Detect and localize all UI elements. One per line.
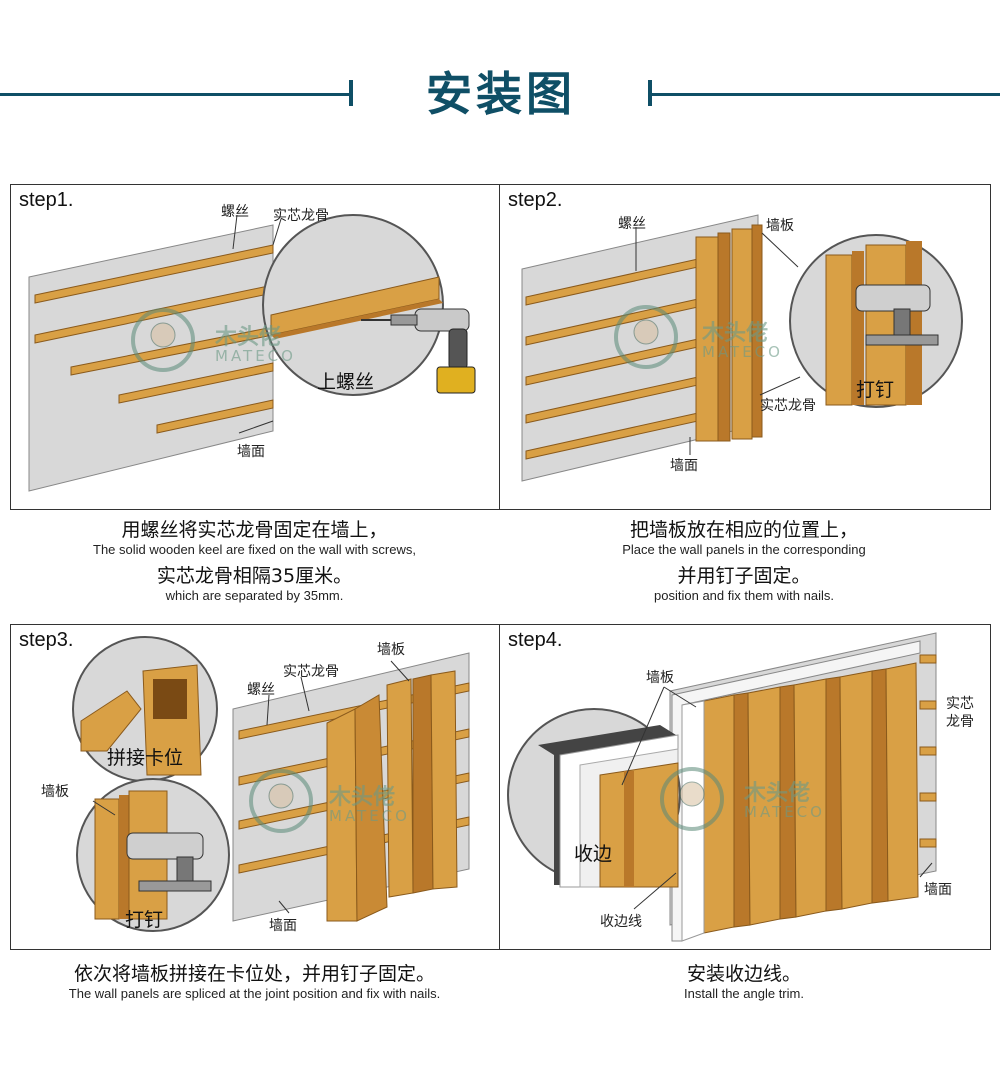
step2-caption: 把墙板放在相应的位置上， Place the wall panels in th… (499, 518, 989, 604)
step1-caption-en2: which are separated by 35mm. (165, 588, 344, 603)
step1-screw-up-label: 上螺丝 (317, 371, 375, 393)
step2-screw-label: 螺丝 (618, 216, 646, 232)
step3-label: step3. (19, 629, 74, 651)
step1-keel-label: 实芯龙骨 (273, 208, 329, 224)
watermark-brand: MATECO (702, 343, 783, 361)
step2-illustration (521, 214, 963, 482)
step1-screw-label: 螺丝 (221, 204, 249, 220)
step3-keel-label: 实芯龙骨 (283, 664, 339, 680)
step3-caption: 依次将墙板拼接在卡位处，并用钉子固定。 The wall panels are … (10, 962, 499, 1002)
page-title: 安装图 (426, 67, 576, 121)
step1-caption: 用螺丝将实芯龙骨固定在墙上， The solid wooden keel are… (10, 518, 499, 604)
nailer-icon (855, 284, 939, 346)
step3-joint-label: 拼接卡位 (107, 747, 184, 769)
step3-nail-label: 打钉 (125, 909, 164, 931)
step2-caption-zh1: 把墙板放在相应的位置上， (629, 519, 858, 541)
header-rule-right (650, 93, 1000, 96)
step4-keel-label-1: 实芯 (946, 696, 974, 712)
step1-wall-label: 墙面 (237, 444, 265, 460)
watermark-name: 木头佬 (215, 325, 282, 350)
header-tick-left (349, 80, 353, 106)
step3-screw-label: 螺丝 (247, 682, 275, 698)
step1-label: step1. (19, 189, 74, 211)
step4-illustration (507, 632, 937, 942)
step4-label: step4. (508, 629, 563, 651)
step4-caption: 安装收边线。 Install the angle trim. (499, 962, 989, 1002)
step3-panel-left-label: 墙板 (41, 784, 69, 800)
step3-panel-top-label: 墙板 (377, 642, 405, 658)
watermark-brand: MATECO (329, 807, 410, 825)
step1-illustration (28, 214, 476, 492)
watermark-name: 木头佬 (702, 321, 769, 346)
step4-caption-zh1: 安装收边线。 (686, 963, 801, 985)
step2-panel: step2. 螺丝 墙板 实芯龙骨 墙面 打钉 木头佬 MATECO (499, 184, 991, 510)
step4-caption-en1: Install the angle trim. (684, 986, 804, 1001)
step2-wall-label: 墙面 (670, 458, 698, 474)
step2-keel-label: 实芯龙骨 (760, 398, 816, 414)
step2-caption-zh2: 并用钉子固定。 (677, 565, 811, 587)
header-rule-left (0, 93, 352, 96)
step3-illustration (72, 636, 470, 932)
step4-panel-label: 墙板 (646, 670, 674, 686)
step3-caption-en1: The wall panels are spliced at the joint… (68, 986, 441, 1001)
step4-keel-label-2: 龙骨 (946, 714, 974, 730)
watermark-name: 木头佬 (744, 781, 811, 806)
drill-icon (361, 308, 476, 394)
step1-caption-zh1: 用螺丝将实芯龙骨固定在墙上， (121, 519, 388, 541)
step4-trim-label: 收边 (574, 843, 613, 865)
step2-caption-en1: Place the wall panels in the correspondi… (622, 542, 866, 557)
step4-wall-label: 墙面 (924, 882, 952, 898)
watermark-brand: MATECO (744, 803, 825, 821)
watermark-brand: MATECO (215, 347, 296, 365)
step4-trim-line-label: 收边线 (600, 914, 642, 930)
step1-caption-zh2: 实芯龙骨相隔35厘米。 (156, 565, 353, 587)
step3-caption-zh1: 依次将墙板拼接在卡位处，并用钉子固定。 (73, 963, 435, 985)
step3-wall-label: 墙面 (269, 918, 297, 934)
step3-panel: step3. 墙板 实芯龙骨 螺丝 拼接卡位 墙板 打钉 墙面 木头佬 MATE… (10, 624, 501, 950)
step2-nail-label: 打钉 (856, 379, 895, 401)
step1-panel: step1. 螺丝 实芯龙骨 上螺丝 墙面 木头佬 MATECO (10, 184, 501, 510)
step4-panel: step4. 墙板 实芯 龙骨 收边 收边线 墙面 木头佬 MATECO (499, 624, 991, 950)
watermark-name: 木头佬 (329, 785, 396, 810)
step1-caption-en1: The solid wooden keel are fixed on the w… (93, 542, 416, 557)
step2-label: step2. (508, 189, 563, 211)
step2-panel-label: 墙板 (766, 218, 794, 234)
step2-caption-en2: position and fix them with nails. (654, 588, 834, 603)
logo-watermark (131, 308, 195, 372)
